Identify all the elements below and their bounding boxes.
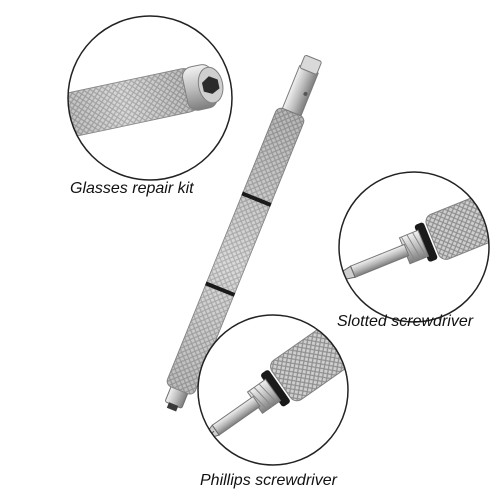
caption-glasses-repair-kit: Glasses repair kit bbox=[70, 180, 194, 197]
detail-circle-slotted bbox=[338, 171, 490, 323]
caption-phillips-screwdriver: Phillips screwdriver bbox=[200, 472, 337, 489]
ring-band bbox=[205, 281, 236, 297]
ring-band bbox=[241, 191, 272, 207]
detail-circle-glasses bbox=[67, 15, 233, 181]
caption-slotted-screwdriver: Slotted screwdriver bbox=[337, 313, 474, 330]
main-tool bbox=[165, 55, 322, 412]
hex-socket-icon bbox=[201, 76, 220, 94]
